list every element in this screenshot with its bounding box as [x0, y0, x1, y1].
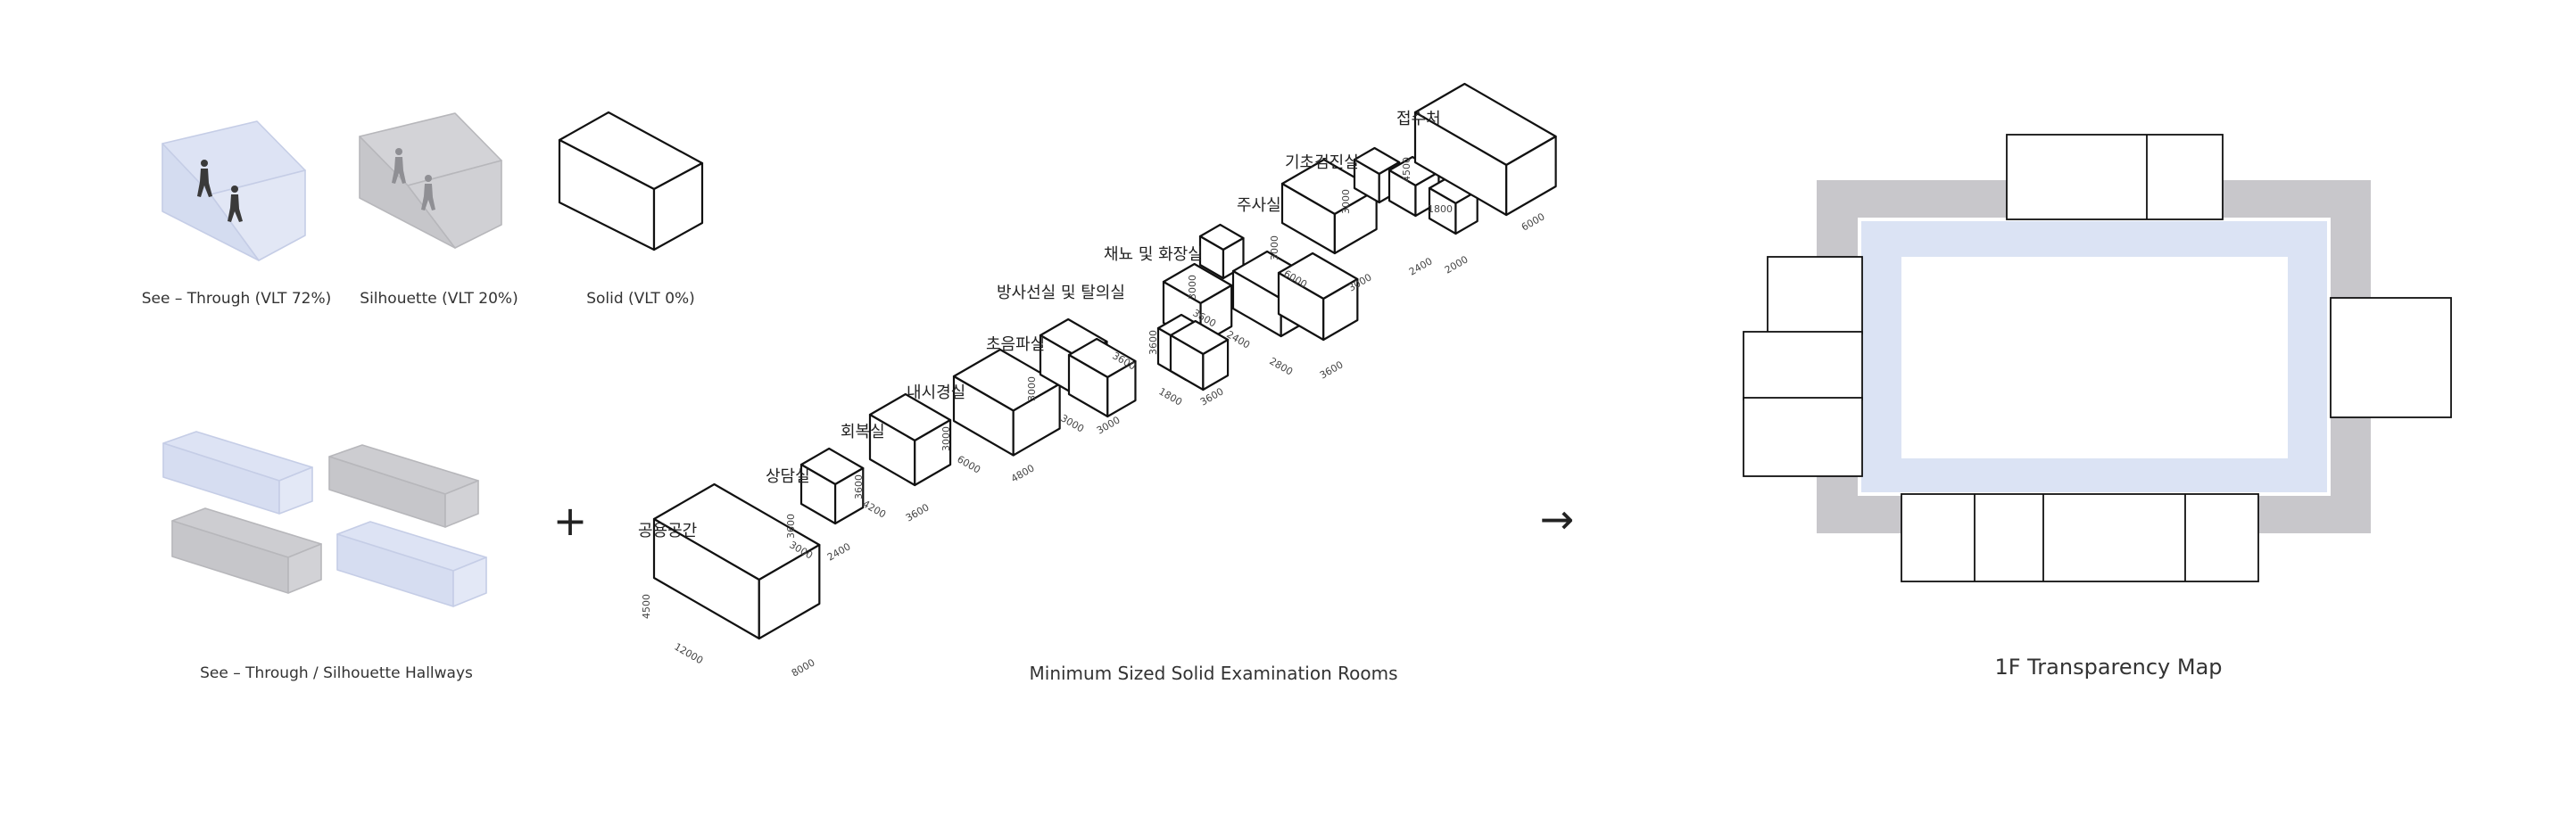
room-dimension-label: 3000 — [1095, 414, 1122, 436]
silhouette-box-side — [407, 160, 502, 249]
solid-box-side — [652, 161, 704, 251]
room-name-label: 상담실 — [766, 467, 810, 486]
map-room-top — [2006, 134, 2224, 220]
room-dimension-label: 4200 — [860, 498, 888, 520]
room-dimension-label: 3600 — [1318, 359, 1346, 381]
room-name-label: 방사선실 및 탈의실 — [997, 284, 1125, 302]
plus-symbol: + — [553, 497, 588, 545]
person-silhouette-icon — [392, 148, 406, 184]
room-name-label: 공용공간 — [638, 522, 697, 540]
room-dimension-label: 4500 — [1401, 157, 1412, 182]
hallway-slab-silhouette — [328, 444, 479, 528]
room-name-label: 주사실 — [1237, 196, 1281, 215]
map-room-bottom — [1901, 493, 2259, 582]
see-through-box — [162, 120, 306, 261]
solid-room-box — [652, 482, 821, 640]
room-dimension-label: 2400 — [825, 540, 853, 563]
person-icon — [228, 185, 243, 222]
room-dimension-label: 3000 — [1026, 376, 1038, 401]
solid-box — [558, 111, 704, 251]
silhouette-box — [359, 112, 502, 249]
solid-legend-label: Solid (VLT 0%) — [586, 290, 695, 308]
room-dimension-label: 6000 — [955, 453, 982, 475]
solid-room-box — [1413, 82, 1557, 217]
see-through-legend-label: See – Through (VLT 72%) — [141, 290, 332, 308]
hallway-slabs — [162, 431, 487, 607]
room-box-side — [914, 418, 952, 487]
room-box-side — [1505, 135, 1557, 217]
solid-room-box — [1067, 337, 1137, 418]
room-dimension-label: 8000 — [790, 656, 817, 679]
transparency-map — [1743, 134, 2452, 582]
room-name-label: 채뇨 및 화장실 — [1104, 245, 1203, 264]
map-core-zone — [1901, 257, 2288, 458]
room-dimension-label: 6000 — [1520, 210, 1547, 233]
person-silhouette-icon — [421, 175, 435, 210]
solid-room-box — [868, 392, 952, 487]
room-box-side — [1322, 277, 1359, 342]
room-name-label: 내시경실 — [907, 383, 965, 402]
room-dimension-label: 3000 — [940, 426, 952, 451]
map-room-left-upper — [1767, 256, 1863, 334]
room-box-side — [834, 466, 865, 525]
room-box-side — [1106, 359, 1137, 418]
room-dimension-label: 1800 — [1428, 203, 1453, 215]
solid-room-box — [799, 447, 865, 525]
solid-room-box — [1277, 251, 1359, 342]
examination-rooms: 공용공간 상담실 회복실 내시경실 초음파실 방사선실 및 탈의실 채뇨 및 화장실 주사실 기… — [638, 82, 1557, 680]
hallways-caption: See – Through / Silhouette Hallways — [200, 664, 473, 682]
hallway-slab-see-through — [336, 521, 487, 607]
room-dimension-label: 3000 — [1340, 189, 1352, 214]
room-dimension-label: 3600 — [785, 514, 797, 539]
rooms-caption: Minimum Sized Solid Examination Rooms — [1029, 663, 1398, 684]
room-dimension-label: 12000 — [672, 641, 705, 667]
room-name-label: 초음파실 — [986, 335, 1045, 354]
solid-room-box — [1280, 158, 1378, 255]
solid-room-box — [1198, 223, 1245, 280]
room-name-label: 회복실 — [841, 423, 885, 441]
room-dimension-label: 2000 — [1443, 253, 1470, 276]
hallway-slab-see-through — [162, 431, 313, 515]
arrow-symbol: → — [1540, 495, 1575, 543]
room-dimension-label: 2800 — [1267, 355, 1295, 377]
map-caption: 1F Transparency Map — [1994, 655, 2223, 680]
room-dimension-label: 4800 — [1009, 462, 1037, 484]
solid-room-box — [1169, 319, 1230, 392]
silhouette-legend-label: Silhouette (VLT 20%) — [360, 290, 518, 308]
room-dimension-label: 3000 — [1187, 275, 1198, 300]
room-box-side — [758, 543, 821, 640]
room-dimension-label: 3600 — [853, 474, 865, 499]
room-dimension-label: 2400 — [1407, 255, 1435, 277]
room-dimension-label: 3000 — [1058, 412, 1086, 434]
map-room-left-middle — [1743, 331, 1863, 400]
room-name-label: 접수처 — [1396, 110, 1441, 128]
room-dimension-label: 1800 — [1156, 385, 1184, 408]
room-dimension-label: 4500 — [641, 594, 652, 619]
room-name-label: 기초검진실 — [1285, 153, 1359, 172]
room-dimension-label: 3600 — [1147, 330, 1159, 355]
person-icon — [197, 160, 212, 197]
map-room-right — [2330, 297, 2452, 418]
solid-room-box — [952, 348, 1061, 457]
room-dimension-label: 3600 — [904, 501, 932, 523]
map-room-left-lower — [1743, 397, 1863, 477]
hallway-slab-silhouette — [171, 507, 322, 594]
room-box-side — [1202, 338, 1230, 392]
see-through-box-side — [210, 169, 306, 261]
room-dimension-label: 3000 — [1269, 235, 1280, 260]
